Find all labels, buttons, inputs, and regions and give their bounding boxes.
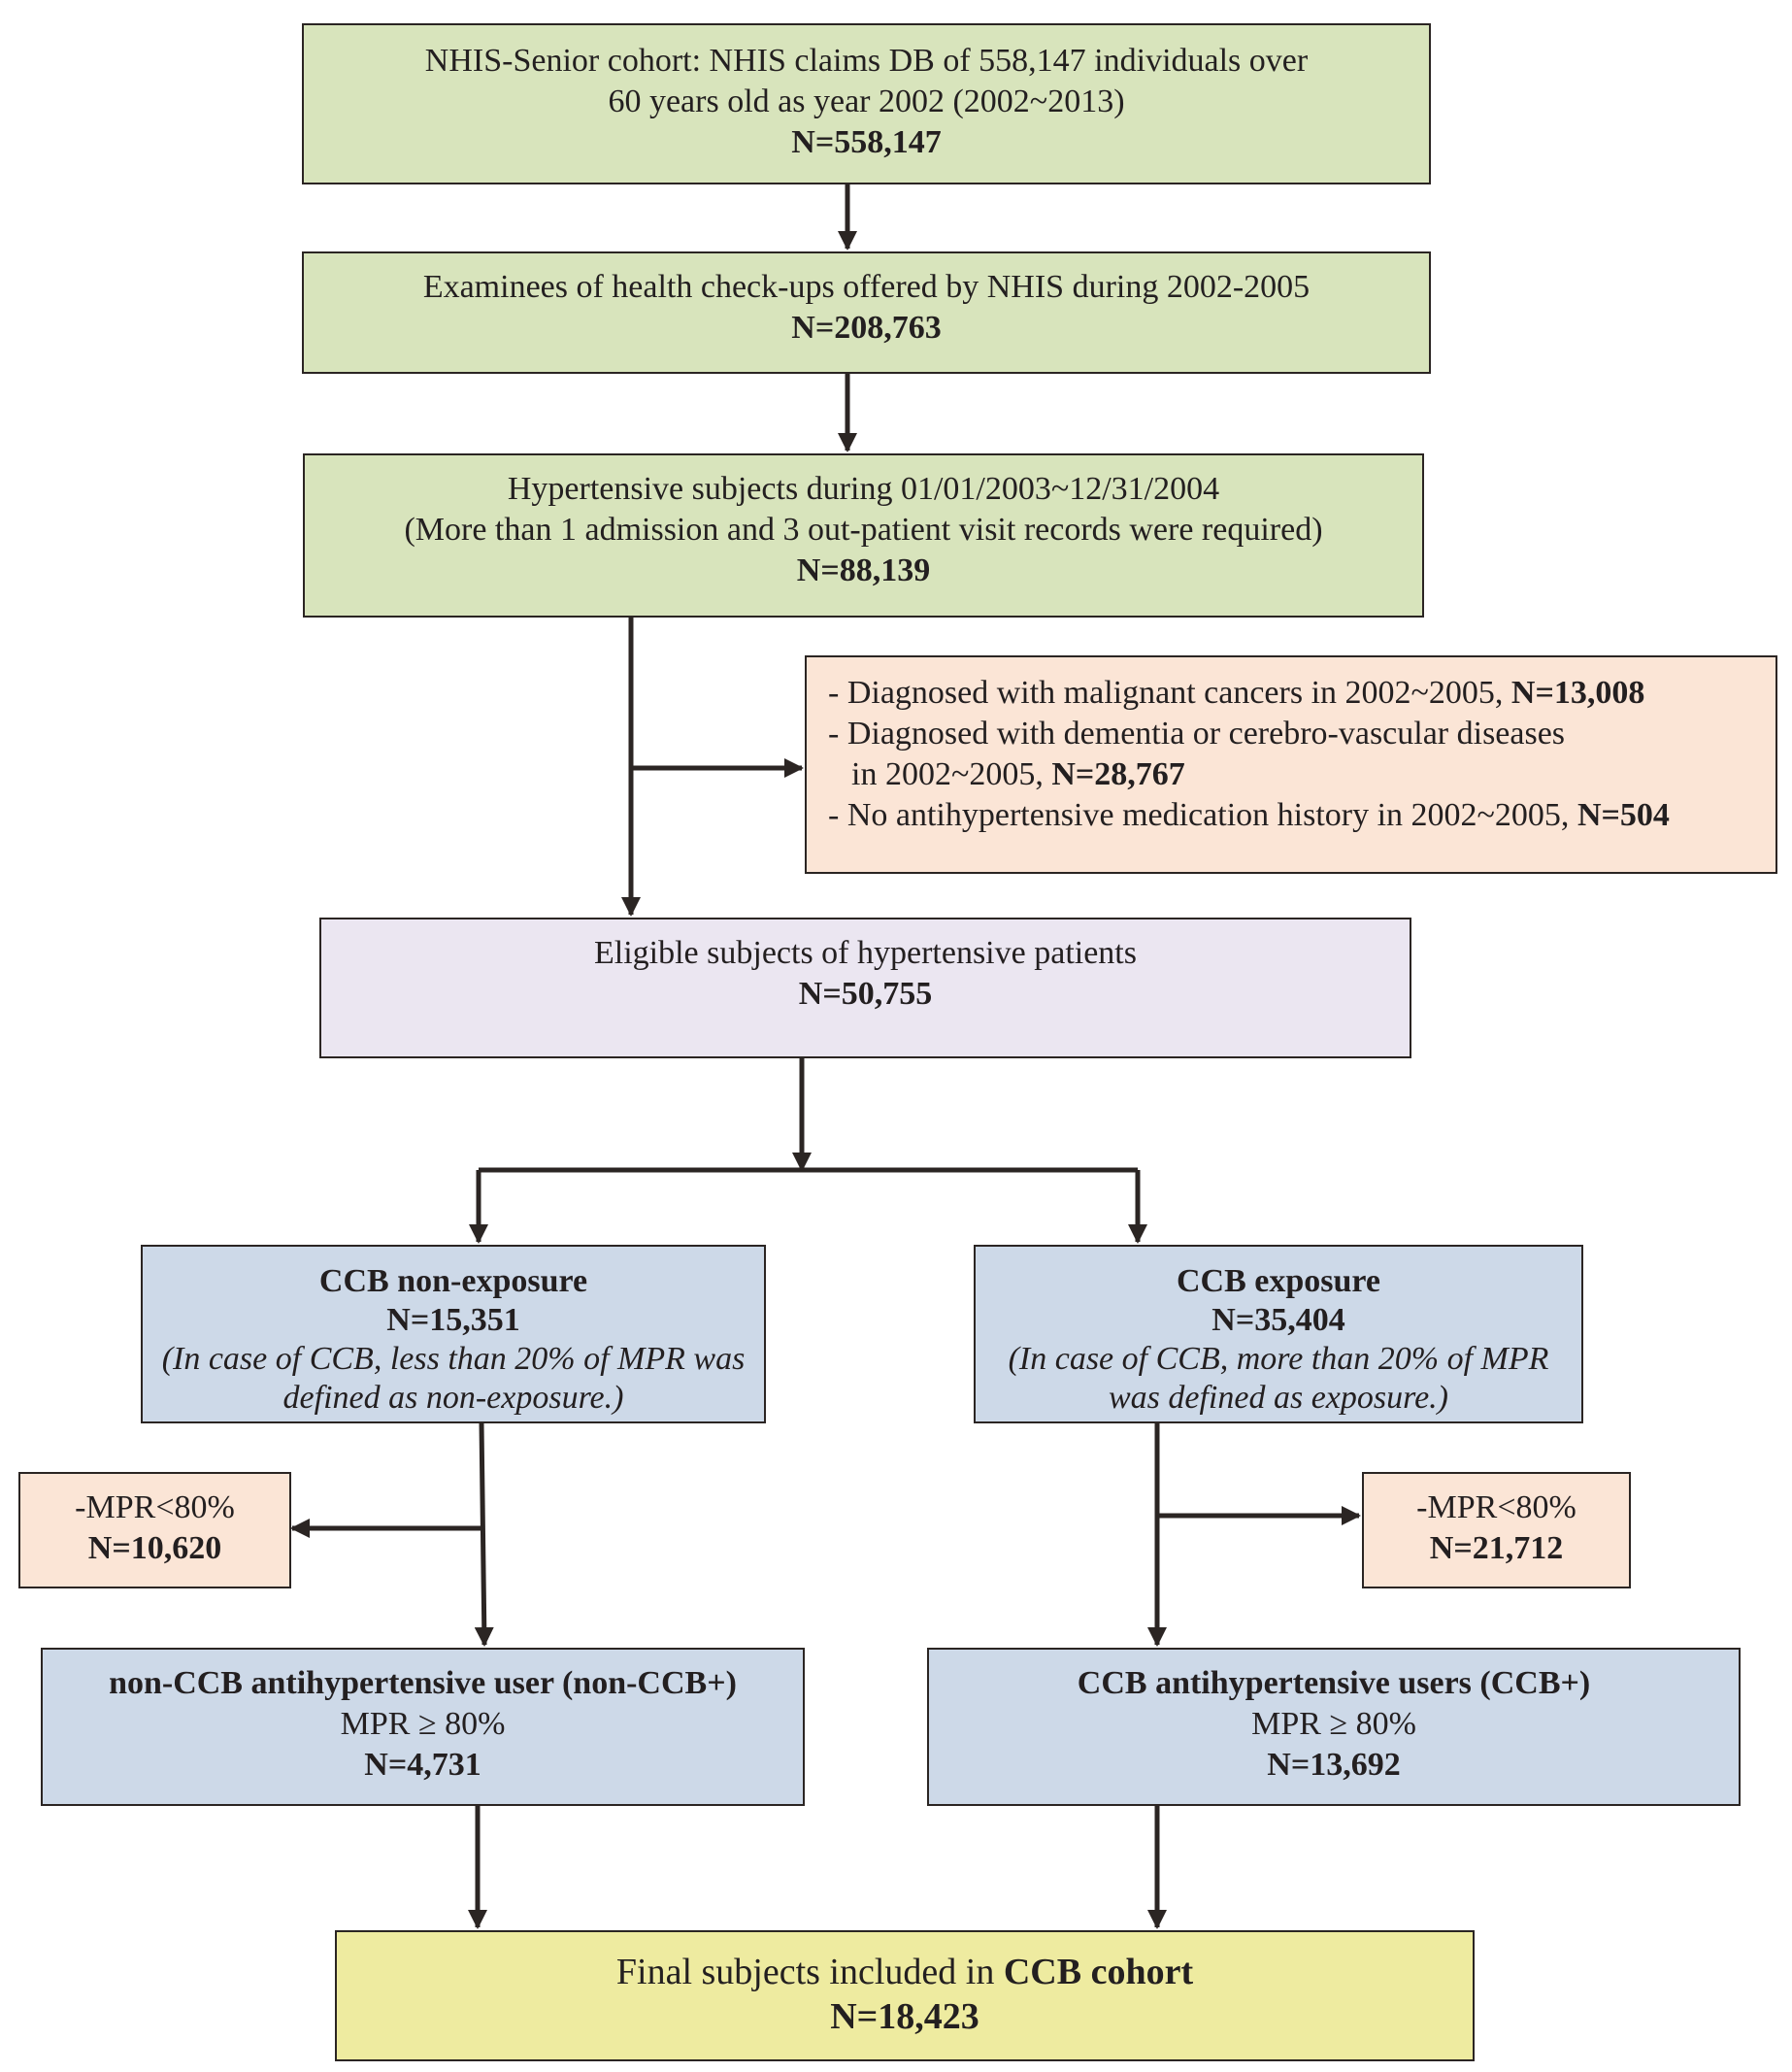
- cohort-line-2: 60 years old as year 2002 (2002~2013): [608, 84, 1125, 119]
- non-exposure-title: CCB non-exposure: [318, 1263, 588, 1299]
- examinees-n: N=208,763: [791, 310, 942, 346]
- non-exposure-box: CCB non-exposure N=15,351 (In case of CC…: [141, 1245, 766, 1423]
- non-exposure-n: N=15,351: [386, 1302, 520, 1338]
- exclusion-box: - Diagnosed with malignant cancers in 20…: [805, 655, 1777, 874]
- non-ccb-users-n: N=4,731: [364, 1747, 481, 1783]
- cohort-line-1: NHIS-Senior cohort: NHIS claims DB of 55…: [424, 43, 1309, 79]
- exposure-box: CCB exposure N=35,404 (In case of CCB, m…: [974, 1245, 1583, 1423]
- examinees-box: Examinees of health check-ups offered by…: [302, 251, 1431, 374]
- excl-right-box: -MPR<80% N=21,712: [1362, 1472, 1631, 1588]
- exclusion-item-1: - Diagnosed with malignant cancers in 20…: [828, 675, 1645, 711]
- exposure-note-2: was defined as exposure.): [1108, 1380, 1448, 1416]
- excl-right-label: -MPR<80%: [1416, 1489, 1576, 1525]
- excl-left-label: -MPR<80%: [75, 1489, 235, 1525]
- final-box: Final subjects included in CCB cohort N=…: [335, 1930, 1475, 2061]
- examinees-line-1: Examinees of health check-ups offered by…: [422, 269, 1311, 305]
- non-exposure-note-2: defined as non-exposure.): [282, 1380, 624, 1416]
- excl-right-n: N=21,712: [1429, 1530, 1564, 1566]
- eligible-line-1: Eligible subjects of hypertensive patien…: [594, 935, 1137, 971]
- non-ccb-users-box: non-CCB antihypertensive user (non-CCB+)…: [41, 1648, 805, 1806]
- eligible-box: Eligible subjects of hypertensive patien…: [319, 918, 1411, 1058]
- excl-left-box: -MPR<80% N=10,620: [18, 1472, 291, 1588]
- eligible-n: N=50,755: [798, 976, 933, 1012]
- exposure-title: CCB exposure: [1177, 1263, 1380, 1299]
- non-exposure-note-1: (In case of CCB, less than 20% of MPR wa…: [161, 1341, 746, 1377]
- ccb-users-title: CCB antihypertensive users (CCB+): [1077, 1665, 1591, 1701]
- non-ccb-users-title: non-CCB antihypertensive user (non-CCB+): [109, 1665, 737, 1701]
- exclusion-item-2a: - Diagnosed with dementia or cerebro-vas…: [828, 716, 1566, 752]
- non-ccb-users-mpr: MPR ≥ 80%: [340, 1706, 506, 1742]
- exposure-n: N=35,404: [1211, 1302, 1345, 1338]
- hypertensive-box: Hypertensive subjects during 01/01/2003~…: [303, 453, 1424, 618]
- hypertensive-line-2: (More than 1 admission and 3 out-patient…: [404, 512, 1323, 548]
- ccb-users-mpr: MPR ≥ 80%: [1251, 1706, 1416, 1742]
- excl-left-n: N=10,620: [87, 1530, 222, 1566]
- ccb-users-n: N=13,692: [1267, 1747, 1401, 1783]
- cohort-n: N=558,147: [791, 124, 942, 160]
- hypertensive-n: N=88,139: [796, 552, 931, 588]
- hypertensive-line-1: Hypertensive subjects during 01/01/2003~…: [507, 471, 1220, 507]
- final-n: N=18,423: [830, 1996, 979, 2037]
- cohort-box: NHIS-Senior cohort: NHIS claims DB of 55…: [302, 23, 1431, 184]
- final-line-1: Final subjects included in CCB cohort: [615, 1952, 1194, 1992]
- exposure-note-1: (In case of CCB, more than 20% of MPR: [1008, 1341, 1549, 1377]
- exclusion-item-3: - No antihypertensive medication history…: [828, 797, 1670, 833]
- exclusion-item-2b: in 2002~2005, N=28,767: [851, 756, 1185, 792]
- arrow-non-exposure-down: [474, 1422, 494, 1647]
- ccb-users-box: CCB antihypertensive users (CCB+) MPR ≥ …: [927, 1648, 1741, 1806]
